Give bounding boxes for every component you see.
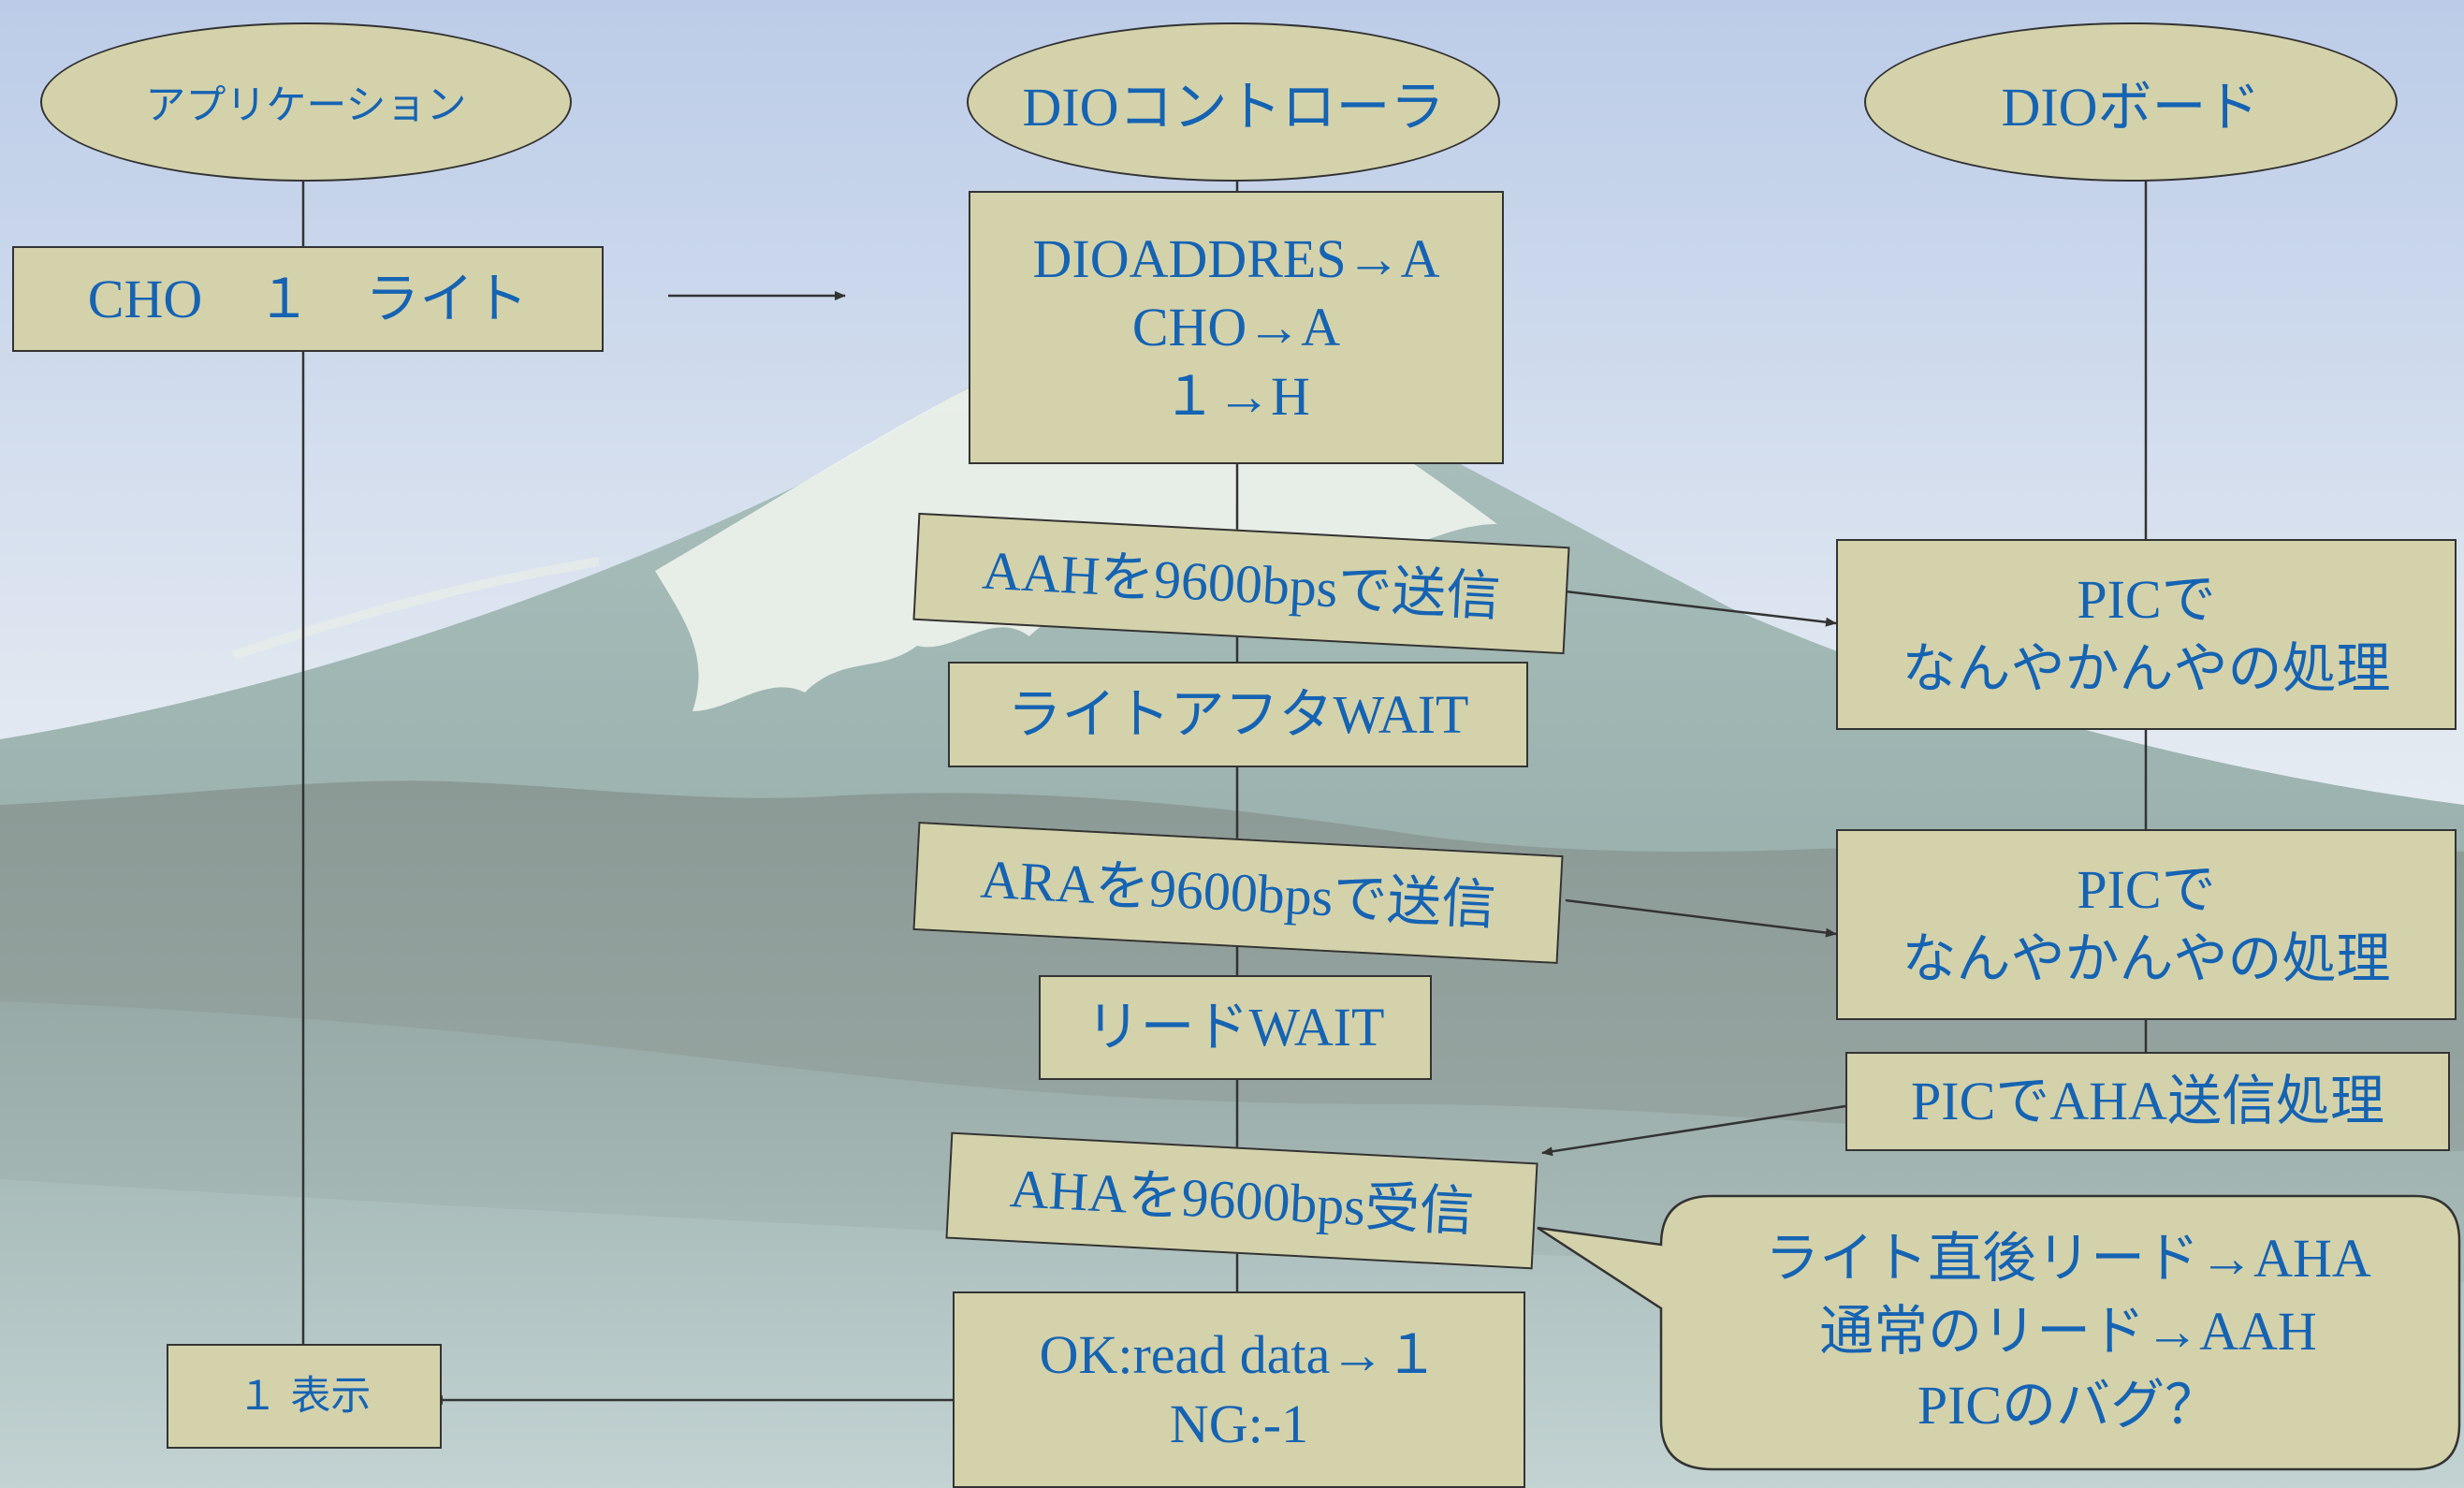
- lane-dio-controller: DIOコントローラ: [967, 22, 1500, 182]
- node-controller-setup: DIOADDRES→A CHO→A １→H: [969, 191, 1504, 464]
- node-pic-process-2: PICで なんやかんやの処理: [1836, 829, 2457, 1020]
- node-read-wait: リードWAIT: [1039, 975, 1432, 1080]
- node-pic-process-1: PICで なんやかんやの処理: [1836, 539, 2457, 730]
- node-result: OK:read data→１ NG:-1: [953, 1291, 1525, 1488]
- arrow-pic-to-aha: [1541, 1104, 1846, 1157]
- lane-application: アプリケーション: [40, 22, 572, 182]
- node-display: １ 表示: [167, 1344, 442, 1449]
- node-write-after-wait: ライトアフタWAIT: [948, 662, 1528, 767]
- arrow-ara-to-pic: [1565, 898, 1837, 938]
- note-text: ライト直後リード→AHA 通常のリード→AAH PICのバグ？: [1765, 1228, 2371, 1436]
- node-app-write: CHO １ ライト: [12, 246, 604, 352]
- node-pic-aha-send: PICでAHA送信処理: [1845, 1052, 2450, 1151]
- arrow-aah-to-pic: [1565, 590, 1837, 627]
- lane-dio-board: DIOボード: [1864, 22, 2398, 182]
